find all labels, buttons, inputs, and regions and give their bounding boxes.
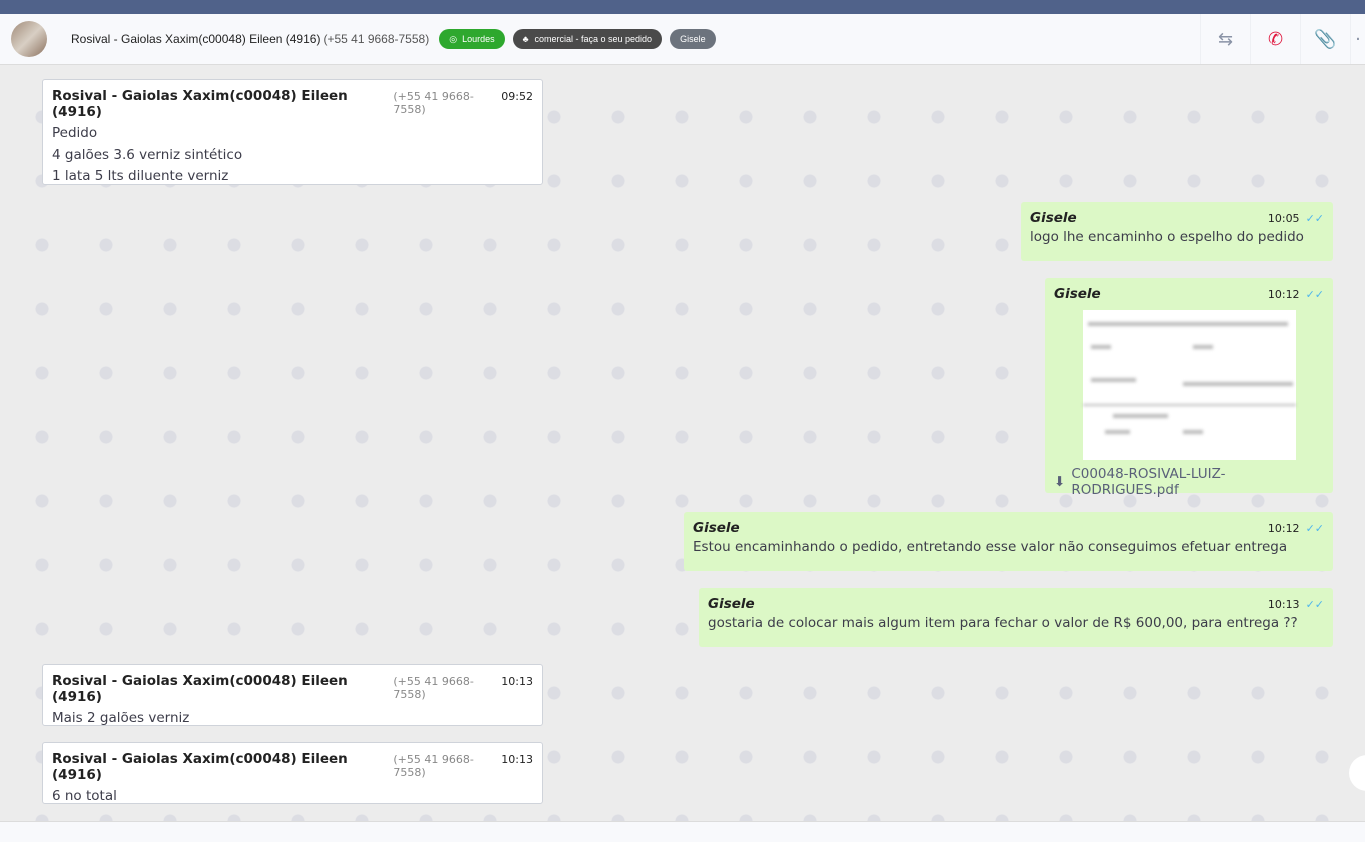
file-download-link[interactable]: ⬇C00048-ROSIVAL-LUIZ-RODRIGUES.pdf [1054,466,1226,498]
chat-header: Rosival - Gaiolas Xaxim(c00048) Eileen (… [0,14,1365,65]
sender-name: Gisele [708,596,755,612]
sender-phone: (+55 41 9668-7558) [393,753,474,779]
download-icon: ⬇ [1054,474,1066,490]
message-time: 10:13 [1267,598,1300,611]
sender-name: Gisele [693,520,740,536]
message-composer[interactable] [0,821,1365,842]
message-time: 10:12 [1267,288,1300,301]
contact-phone: (+55 41 9668-7558) [323,32,430,46]
contact-avatar[interactable] [11,21,47,57]
message-text: 1 lata 5 lts diluente verniz [52,168,229,184]
sender-name: Gisele [1030,210,1077,226]
agent-badge[interactable]: Gisele [670,29,716,49]
message-time: 09:52 [501,90,533,103]
chat-messages[interactable]: Rosival - Gaiolas Xaxim(c00048) Eileen (… [0,65,1365,821]
end-call-icon[interactable]: ✆ [1250,14,1300,64]
message-incoming: Rosival - Gaiolas Xaxim(c00048) Eileen (… [42,79,543,185]
message-outgoing-file: Gisele 10:12 ✓✓ ⬇C00048-ROSIVAL-LUIZ-RODRI… [1045,278,1333,498]
double-check-icon: ✓✓ [1305,522,1324,535]
scroll-to-bottom-button[interactable] [1349,755,1365,791]
pdf-preview[interactable] [1082,310,1296,460]
whatsapp-icon: ◎ [449,33,458,44]
sitemap-icon: ♣ [522,34,529,44]
message-text: logo lhe encaminho o espelho do pedido [1030,229,1304,245]
message-incoming: Rosival - Gaiolas Xaxim(c00048) Eileen (… [42,664,543,726]
double-check-icon: ✓✓ [1305,212,1324,225]
message-text: gostaria de colocar mais algum item para… [708,615,1298,631]
message-incoming: Rosival - Gaiolas Xaxim(c00048) Eileen (… [42,742,543,804]
message-text: Pedido [52,125,98,141]
top-bar [0,0,1365,14]
sender-name: Gisele [1054,286,1101,302]
message-time: 10:13 [501,753,533,766]
sender-name: Rosival - Gaiolas Xaxim(c00048) Eileen (… [52,673,348,705]
message-text: 6 no total [52,788,117,804]
message-text: Estou encaminhando o pedido, entretando … [693,539,1288,555]
transfer-icon[interactable]: ⇆ [1200,14,1250,64]
double-check-icon: ✓✓ [1305,598,1324,611]
contact-name: Rosival - Gaiolas Xaxim(c00048) Eileen (… [71,32,321,46]
message-time: 10:12 [1267,522,1300,535]
message-outgoing: Gisele 10:05 ✓✓ logo lhe encaminho o espel… [1021,202,1333,261]
attachment-icon[interactable]: 📎 [1300,14,1350,64]
message-time: 10:05 [1267,212,1300,225]
double-check-icon: ✓✓ [1305,288,1324,301]
message-text: 4 galões 3.6 verniz sintético [52,146,243,163]
sender-phone: (+55 41 9668-7558) [393,675,474,701]
sender-name: Rosival - Gaiolas Xaxim(c00048) Eileen (… [52,88,348,120]
message-text: Mais 2 galões verniz [52,710,190,726]
message-outgoing: Gisele 10:12 ✓✓ Estou encaminhando o pedid… [684,512,1333,571]
sender-name: Rosival - Gaiolas Xaxim(c00048) Eileen (… [52,751,348,783]
sender-phone: (+55 41 9668-7558) [393,90,474,116]
message-outgoing: Gisele 10:13 ✓✓ gostaria de colocar mais a… [699,588,1333,647]
queue-badge[interactable]: ♣comercial - faça o seu pedido [512,29,663,49]
more-icon[interactable]: · [1350,14,1365,64]
message-time: 10:13 [501,675,533,688]
connection-badge[interactable]: ◎Lourdes [439,29,505,49]
